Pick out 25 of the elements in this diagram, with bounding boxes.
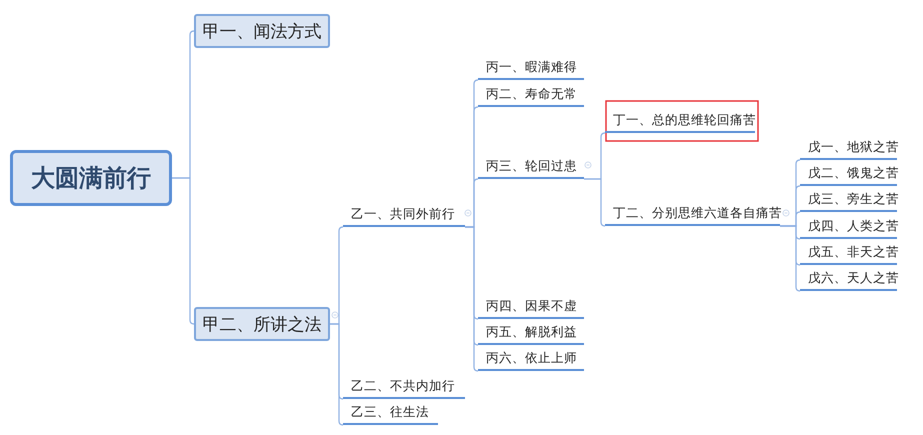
subtopic-label: 丙一、暇满难得 — [478, 57, 584, 80]
branch-line — [172, 177, 195, 325]
subtopic-label: 丙三、轮回过患 — [478, 156, 584, 179]
subtopic-label: 丙二、寿命无常 — [478, 84, 584, 107]
topic-box: 甲一、闻法方式 — [194, 14, 330, 48]
branch-line — [465, 226, 479, 372]
subtopic-label: 丙五、解脱利益 — [478, 322, 584, 345]
subtopic-label: 乙二、不共内加行 — [343, 376, 465, 399]
topic-box: 甲二、所讲之法 — [194, 307, 330, 341]
subtopic-label: 戊一、地狱之苦 — [800, 137, 897, 160]
subtopic-label: 丁二、分别思维六道各自痛苦 — [605, 203, 780, 226]
branch-line — [330, 323, 344, 426]
subtopic-label: 戊六、天人之苦 — [800, 268, 897, 291]
subtopic-label: 戊四、人类之苦 — [800, 216, 897, 239]
subtopic-label: 乙三、往生法 — [343, 402, 438, 425]
subtopic-label: 戊二、饿鬼之苦 — [800, 163, 897, 186]
subtopic-label: 丙四、因果不虚 — [478, 296, 584, 319]
subtopic-label: 乙一、共同外前行 — [343, 204, 465, 227]
subtopic-label: 戊三、旁生之苦 — [800, 189, 897, 212]
subtopic-label: 丁一、总的思维轮回痛苦 — [605, 110, 755, 133]
subtopic-label: 丙六、依止上师 — [478, 348, 584, 371]
central-topic-box: 大圆满前行 — [10, 150, 172, 206]
subtopic-label: 戊五、非天之苦 — [800, 242, 897, 265]
branch-line — [584, 178, 606, 227]
branch-line — [780, 225, 801, 292]
